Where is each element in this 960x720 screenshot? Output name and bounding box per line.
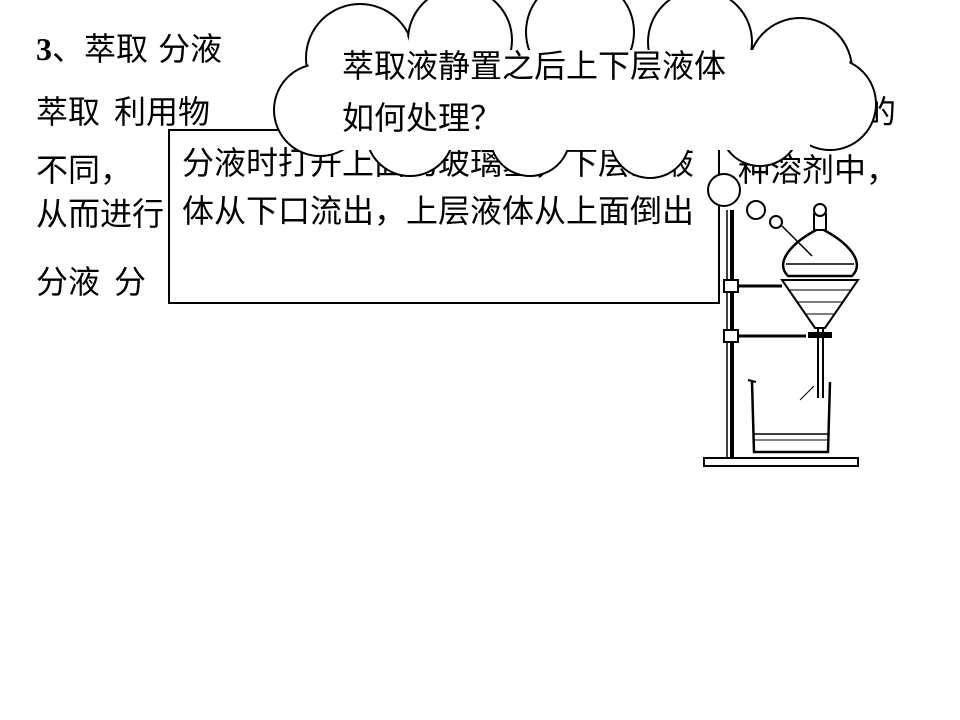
term-separation: 分液 <box>36 263 101 301</box>
title-text: 、萃取 分液 <box>52 30 223 68</box>
line1-text: 利用物 <box>114 93 211 131</box>
title-number: 3 <box>36 31 52 67</box>
text-line-4: 分液分 <box>36 262 146 302</box>
text-line-3-start: 从而进行 <box>36 195 165 233</box>
thought-cloud-text: 萃取液静置之后上下层液体如何处理？ <box>342 47 727 137</box>
answer-text: 分液时打开上面的玻璃塞，下层的液体从下口流出，上层液体从上面倒出 <box>182 144 695 230</box>
slide-title: 3、萃取 分液 <box>36 24 222 70</box>
line4-text: 分 <box>114 263 147 301</box>
text-line-2-start: 不同， <box>36 151 133 189</box>
term-extraction: 萃取 <box>36 93 101 131</box>
text-line-1: 萃取利用物 <box>36 92 210 132</box>
separatory-funnel-apparatus <box>703 203 860 467</box>
